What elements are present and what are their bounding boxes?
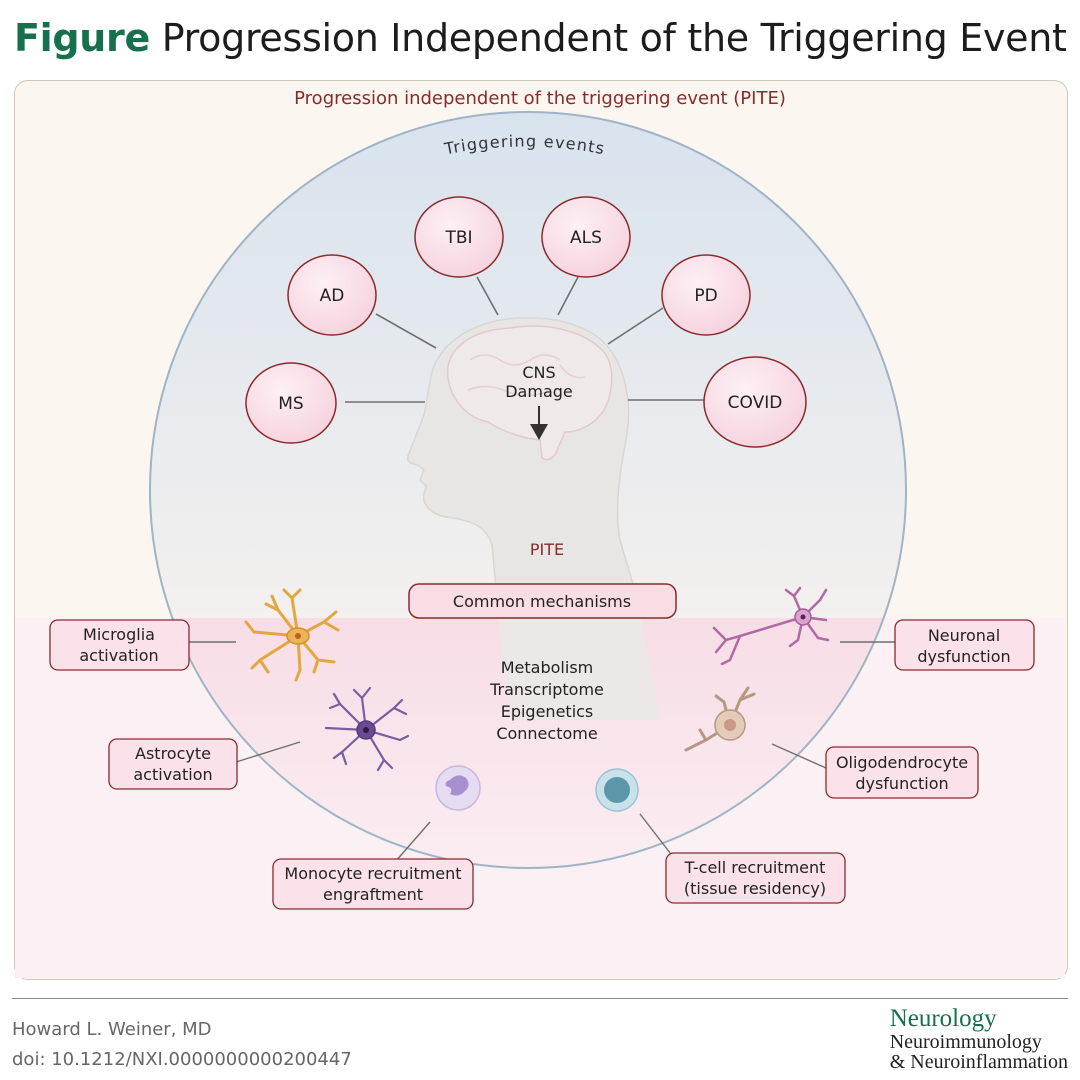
figure-title-text: Progression Independent of the Triggerin… bbox=[161, 16, 1067, 60]
monocyte-icon bbox=[435, 765, 481, 811]
box-line: Microglia bbox=[83, 625, 155, 644]
astrocyte-activation-box: Astrocyte activation bbox=[108, 738, 238, 790]
box-line: T-cell recruitment bbox=[684, 858, 826, 877]
box-line: (tissue residency) bbox=[684, 879, 826, 898]
trigger-node-tbi: TBI bbox=[414, 196, 504, 278]
trigger-node-als: ALS bbox=[541, 196, 631, 278]
trigger-label: TBI bbox=[444, 228, 472, 248]
trigger-connectors bbox=[345, 276, 705, 403]
figure-word: Figure bbox=[14, 16, 150, 60]
microglia-activation-box: Microglia activation bbox=[49, 619, 190, 671]
journal-subtitle-line2: & Neuroinflammation bbox=[889, 1051, 1068, 1073]
trigger-node-ad: AD bbox=[287, 254, 377, 336]
oligodendrocyte-icon bbox=[684, 686, 756, 752]
down-arrow-icon bbox=[530, 406, 548, 440]
center-label-line1: CNS bbox=[522, 363, 555, 382]
pite-label: PITE bbox=[530, 540, 564, 559]
mechanism-item: Transcriptome bbox=[489, 680, 604, 699]
panel-title: Progression independent of the triggerin… bbox=[294, 88, 786, 109]
trigger-label: AD bbox=[320, 286, 345, 306]
center-label-line2: Damage bbox=[505, 382, 573, 401]
trigger-label: MS bbox=[278, 394, 303, 414]
trigger-node-covid: COVID bbox=[703, 356, 807, 448]
common-mechanisms-label: Common mechanisms bbox=[453, 592, 631, 611]
trigger-circle-outline bbox=[149, 111, 907, 869]
tcell-recruitment-box: T-cell recruitment (tissue residency) bbox=[665, 852, 846, 904]
monocyte-recruitment-box: Monocyte recruitment engraftment bbox=[272, 858, 474, 910]
mechanisms-list: Metabolism Transcriptome Epigenetics Con… bbox=[489, 658, 604, 743]
microglia-icon bbox=[244, 588, 340, 682]
journal-subtitle-line1: Neuroimmunology bbox=[889, 1031, 1042, 1053]
box-line: engraftment bbox=[323, 885, 423, 904]
common-mechanisms-box: Common mechanisms bbox=[408, 583, 677, 619]
tcell-icon bbox=[595, 768, 639, 812]
mechanism-item: Epigenetics bbox=[501, 702, 594, 721]
box-line: activation bbox=[79, 646, 158, 665]
footer-divider bbox=[12, 998, 1068, 999]
journal-brand: Neurology bbox=[889, 1005, 997, 1032]
journal-logo: Neurology Neuroimmunology & Neuroinflamm… bbox=[889, 1005, 1068, 1073]
mechanism-item: Connectome bbox=[496, 724, 597, 743]
neuron-icon bbox=[712, 586, 830, 666]
box-line: Astrocyte bbox=[135, 744, 211, 763]
oligodendrocyte-dysfunction-box: Oligodendrocyte dysfunction bbox=[825, 746, 979, 799]
box-line: Monocyte recruitment bbox=[284, 864, 461, 883]
box-line: dysfunction bbox=[855, 774, 948, 793]
trigger-label: ALS bbox=[570, 228, 602, 248]
brain-icon bbox=[446, 325, 613, 461]
box-line: dysfunction bbox=[917, 647, 1010, 666]
figure-title: Figure Progression Independent of the Tr… bbox=[14, 16, 1067, 60]
pite-diagram: Triggering events Progression independen… bbox=[49, 88, 1035, 910]
doi-text: doi: 10.1212/NXI.0000000000200447 bbox=[12, 1049, 352, 1070]
box-line: Neuronal bbox=[928, 626, 1000, 645]
box-line: activation bbox=[133, 765, 212, 784]
neuronal-dysfunction-box: Neuronal dysfunction bbox=[894, 619, 1035, 671]
box-line: Oligodendrocyte bbox=[836, 753, 968, 772]
process-connectors bbox=[189, 641, 895, 863]
trigger-label: COVID bbox=[728, 393, 783, 413]
author-credit: Howard L. Weiner, MD bbox=[12, 1019, 212, 1040]
mechanism-item: Metabolism bbox=[501, 658, 593, 677]
astrocyte-icon bbox=[324, 686, 410, 772]
trigger-label: PD bbox=[694, 286, 717, 306]
trigger-node-ms: MS bbox=[245, 362, 337, 444]
trigger-node-pd: PD bbox=[661, 254, 751, 336]
